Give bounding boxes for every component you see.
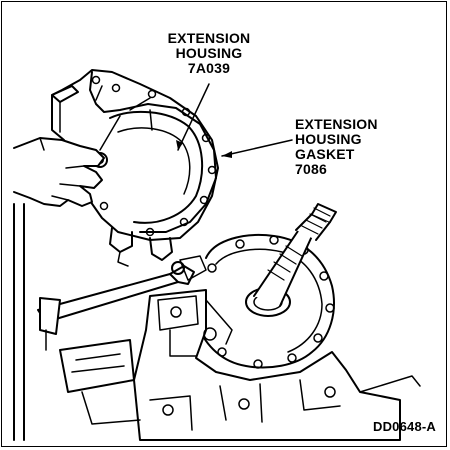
housing-callout-line1: EXTENSION (167, 30, 251, 46)
figure-id: DD0648-A (372, 419, 436, 434)
transmission-case-drawing (59, 203, 421, 441)
housing-callout-line2: HOUSING (175, 45, 243, 61)
hand-drawing (13, 137, 105, 207)
housing-leader-line (177, 83, 210, 151)
gasket-callout-line3: GASKET (295, 146, 355, 162)
leader-lines (177, 83, 293, 157)
housing-part-number: 7A039 (187, 60, 231, 76)
gasket-callout-line1: EXTENSION (295, 116, 378, 132)
wrench-drawing (37, 261, 195, 351)
extension-housing-callout: EXTENSION HOUSING 7A039 (155, 31, 263, 76)
extension-housing-drawing (51, 69, 219, 267)
extension-housing-gasket-callout: EXTENSION HOUSING GASKET 7086 (295, 117, 378, 177)
gasket-leader-arrowhead (222, 151, 232, 158)
housing-leader-arrowhead (176, 140, 183, 150)
gasket-callout-line2: HOUSING (295, 131, 362, 147)
gasket-leader-line (221, 139, 293, 157)
bench-post-drawing (13, 203, 25, 441)
gasket-part-number: 7086 (295, 161, 327, 177)
